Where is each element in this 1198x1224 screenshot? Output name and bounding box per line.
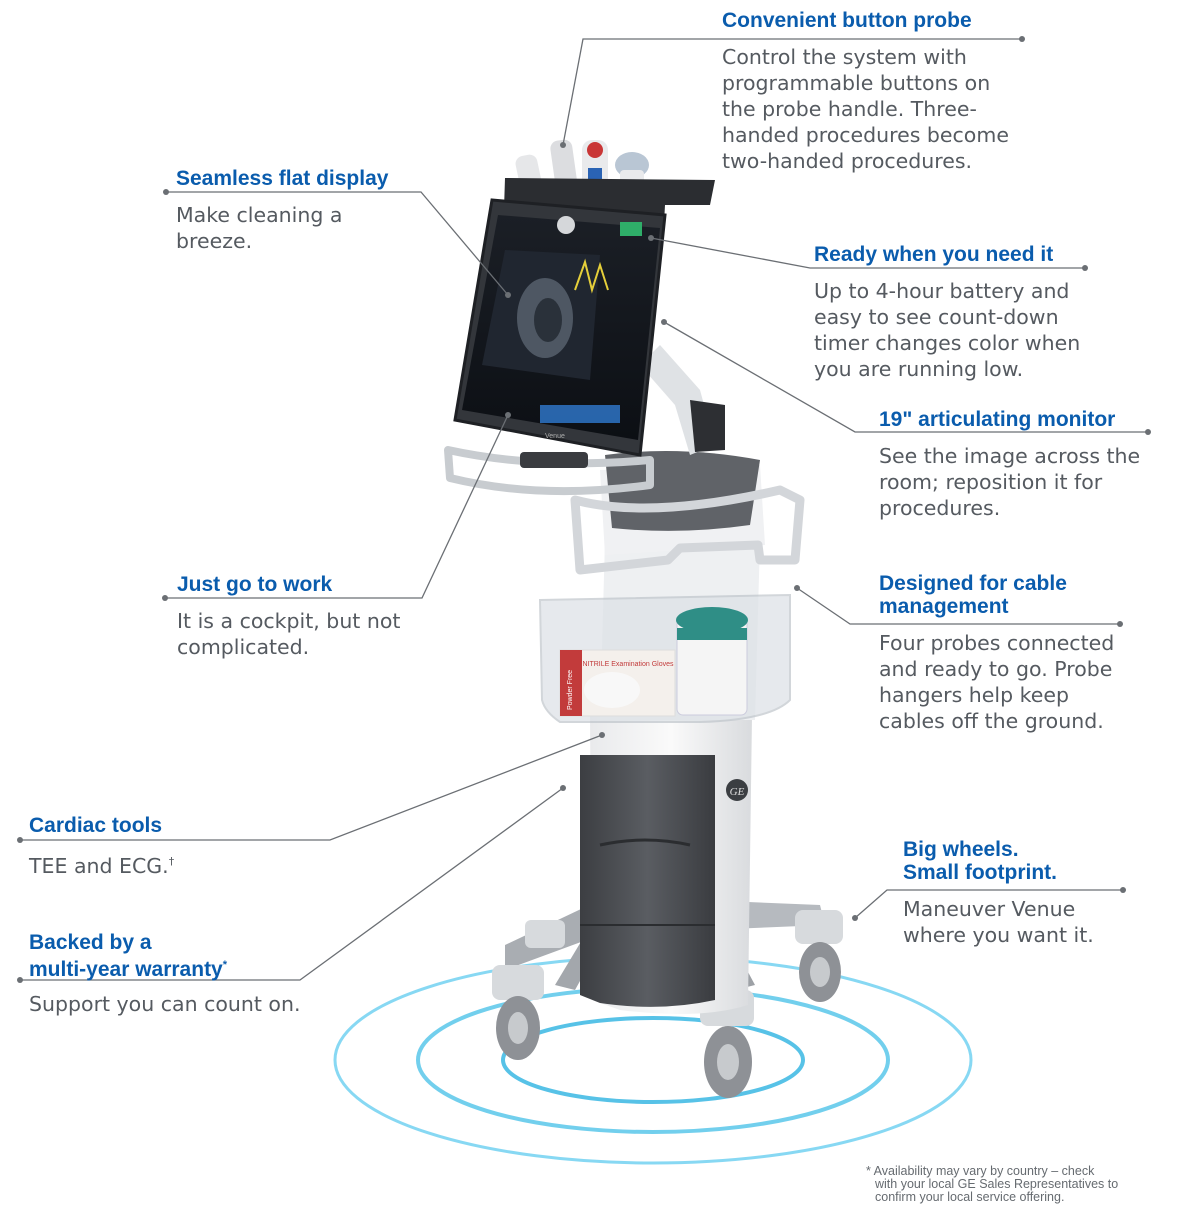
callout-cable-management: Designed for cable management Four probe…: [879, 572, 1169, 734]
callout-battery: Ready when you need it Up to 4-hour batt…: [814, 243, 1104, 382]
title-line: management: [879, 595, 1009, 618]
body-line: Control the system with: [722, 45, 967, 69]
callout-flat-display: Seamless flat display Make cleaning a br…: [176, 167, 436, 254]
callout-warranty: Backed by a multi-year warranty* Support…: [29, 931, 329, 1017]
callout-body: Control the system with programmable but…: [722, 44, 1022, 174]
title-text: multi-year warranty: [29, 958, 223, 981]
callout-title: Designed for cable management: [879, 572, 1169, 618]
title-line: Big wheels.: [903, 838, 1019, 861]
callout-body: Support you can count on.: [29, 992, 301, 1016]
body-line: programmable buttons on: [722, 71, 991, 95]
body-line: cables off the ground.: [879, 709, 1104, 733]
callout-body: Make cleaning a breeze.: [176, 202, 436, 254]
body-line: easy to see count-down: [814, 305, 1059, 329]
screen-label: Venue: [545, 433, 565, 440]
monitor-arm: [640, 345, 725, 455]
body-line: It is a cockpit, but not: [177, 609, 401, 633]
glove-box-label: NITRILE Examination Gloves: [582, 661, 674, 668]
callout-title: Big wheels. Small footprint.: [903, 838, 1163, 884]
body-text: TEE and ECG.: [29, 853, 169, 878]
callout-title: Cardiac tools: [29, 814, 163, 837]
body-line: room; reposition it for: [879, 470, 1103, 494]
title-line: Backed by a: [29, 931, 152, 954]
cabinet-logo: GE: [730, 786, 745, 798]
glove-box-side-label: Powder Free: [567, 670, 574, 710]
callout-title: Seamless flat display: [176, 167, 389, 190]
body-line: handed procedures become: [722, 123, 1009, 147]
callout-title: Ready when you need it: [814, 243, 1054, 266]
body-line: hangers help keep: [879, 683, 1070, 707]
cart-upper: [444, 446, 805, 575]
wheel: [492, 965, 544, 1060]
flat-display: Venue: [453, 178, 715, 457]
callout-body: See the image across the room; repositio…: [879, 443, 1179, 521]
callout-cardiac-tools: Cardiac tools TEE and ECG.†: [29, 814, 289, 879]
title-line: Small footprint.: [903, 861, 1057, 884]
cart-base: [492, 900, 843, 1098]
footnote-line: * Availability may vary by country – che…: [866, 1164, 1095, 1178]
body-line: and ready to go. Probe: [879, 657, 1113, 681]
leader-lines: [20, 38, 1148, 981]
callout-go-to-work: Just go to work It is a cockpit, but not…: [177, 573, 437, 660]
title-line: multi-year warranty*: [29, 954, 329, 981]
footnote: * Availability may vary by country – che…: [866, 1165, 1186, 1204]
body-line: See the image across the: [879, 444, 1141, 468]
cart-cabinet: GE: [580, 715, 752, 1014]
body-line: Maneuver Venue: [903, 897, 1076, 921]
body-line: timer changes color when: [814, 331, 1081, 355]
body-line: breeze.: [176, 229, 253, 253]
body-line: the probe handle. Three-: [722, 97, 977, 121]
callout-body: It is a cockpit, but not complicated.: [177, 608, 437, 660]
wheel: [795, 910, 843, 1002]
dagger-mark: †: [168, 855, 175, 868]
footnote-line: with your local GE Sales Representatives…: [875, 1177, 1119, 1191]
asterisk-mark: *: [222, 959, 228, 971]
storage-basket: NITRILE Examination Gloves Powder Free: [538, 540, 791, 723]
callout-body: Four probes connected and ready to go. P…: [879, 630, 1169, 734]
body-line: Four probes connected: [879, 631, 1115, 655]
callout-title: Just go to work: [177, 573, 333, 596]
body-line: complicated.: [177, 635, 310, 659]
callout-wheels: Big wheels. Small footprint. Maneuver Ve…: [903, 838, 1163, 948]
footnote-line: confirm your local service offering.: [875, 1190, 1065, 1204]
callout-title: Backed by a multi-year warranty*: [29, 931, 329, 981]
callout-body: Up to 4-hour battery and easy to see cou…: [814, 278, 1104, 382]
body-line: Make cleaning a: [176, 203, 343, 227]
body-line: Up to 4-hour battery and: [814, 279, 1070, 303]
callout-title: 19" articulating monitor: [879, 408, 1116, 431]
body-line: where you want it.: [903, 923, 1094, 947]
title-line: Designed for cable: [879, 572, 1067, 595]
wheel: [525, 920, 565, 948]
callout-body: TEE and ECG.†: [29, 849, 289, 879]
callout-button-probe: Convenient button probe Control the syst…: [722, 9, 1022, 174]
leader-dots: [17, 36, 1151, 983]
body-line: two-handed procedures.: [722, 149, 973, 173]
callout-title: Convenient button probe: [722, 9, 972, 32]
body-line: you are running low.: [814, 357, 1024, 381]
body-line: procedures.: [879, 496, 1001, 520]
callout-monitor: 19" articulating monitor See the image a…: [879, 408, 1179, 521]
callout-body: Maneuver Venue where you want it.: [903, 896, 1163, 948]
